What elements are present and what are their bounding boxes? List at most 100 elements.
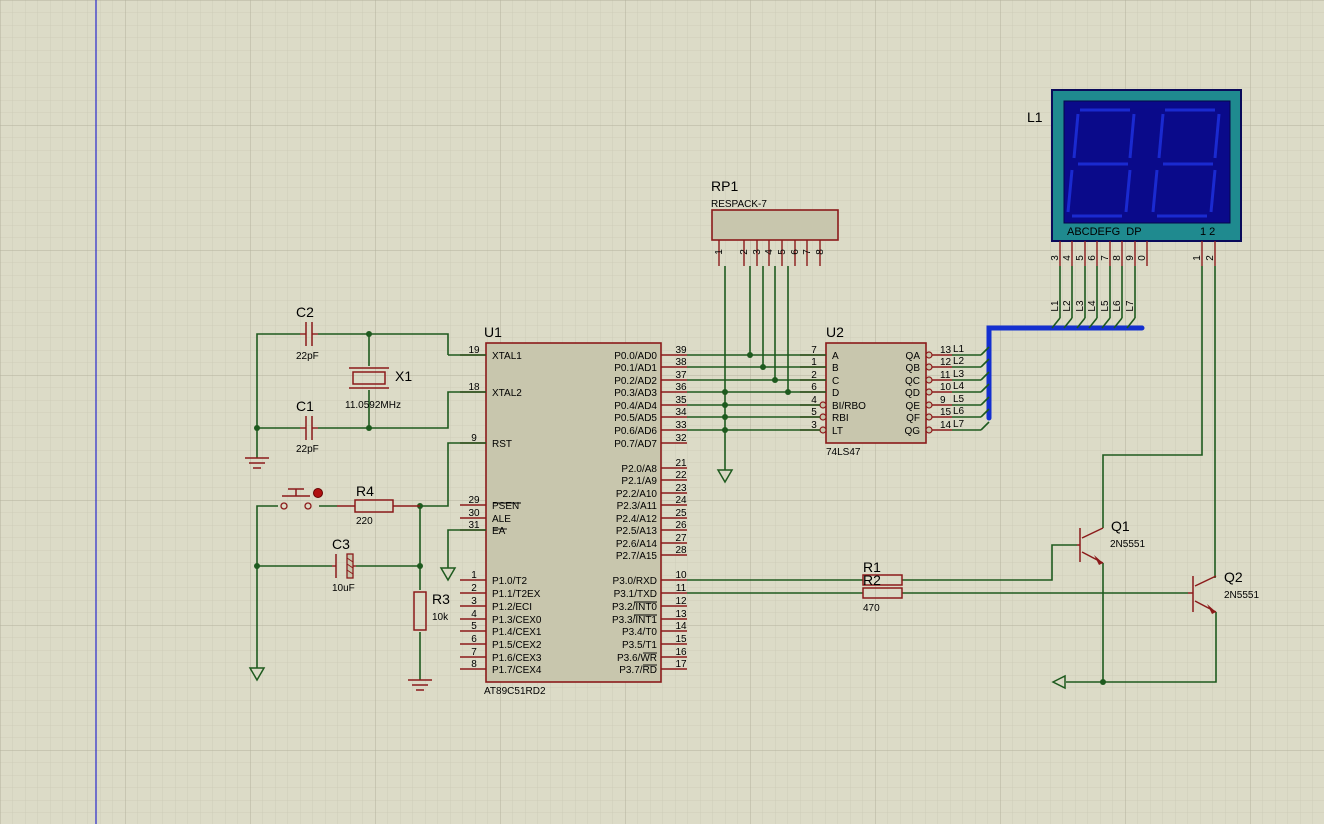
u2-pin-name: QB (906, 363, 921, 374)
u1-pin-number: 38 (675, 357, 687, 368)
u2-pin-name: QA (906, 351, 921, 362)
u1-pin-name: P2.2/A10 (616, 489, 658, 500)
u2-pin-name: BI/RBO (832, 401, 866, 412)
u2-inversion-bubble (819, 401, 827, 409)
u1-pin-name: P2.6/A14 (616, 539, 658, 550)
u1-pin-number: 31 (468, 520, 480, 531)
u1-pin-name: P3.7/RD (619, 665, 657, 676)
c2-capacitor[interactable]: C2 22pF (296, 304, 319, 362)
u1-pin-name: P2.5/A13 (616, 526, 658, 537)
reset-pushbutton[interactable] (280, 488, 323, 510)
c3-capacitor[interactable]: C3 10uF (332, 536, 356, 594)
r3-value-label: 10k (432, 612, 449, 623)
u2-bus-entry (980, 396, 990, 406)
u2-bus-entry (980, 358, 990, 368)
u2-pin-number: 3 (811, 420, 817, 431)
u2-body (825, 342, 927, 444)
u1-pin-name: PSEN (492, 501, 519, 512)
u1-ref-label: U1 (484, 324, 502, 340)
r3-resistor[interactable]: R3 10k (413, 591, 450, 631)
u1-pin-number: 39 (675, 345, 687, 356)
u1-pin-name: EA (492, 526, 506, 537)
oscillator-circuit (254, 331, 486, 458)
u2-pin-name: RBI (832, 413, 849, 424)
u1-pin-name: P2.4/A12 (616, 514, 658, 525)
u2-pin-number: 5 (811, 407, 817, 418)
u1-pin-number: 2 (471, 583, 477, 594)
u1-pin-number: 26 (675, 520, 687, 531)
r1-ref-label: R1 (863, 559, 881, 575)
q2-transistor[interactable]: Q2 2N5551 (1188, 569, 1259, 614)
u1-body (485, 342, 662, 683)
u1-pin-number: 37 (675, 370, 687, 381)
u1-pin-name: P2.7/A15 (616, 551, 658, 562)
u1-pin-number: 3 (471, 596, 477, 607)
u1-pin-number: 4 (471, 609, 477, 620)
pushbutton-indicator-icon (313, 488, 323, 498)
u1-pin-number: 24 (675, 495, 687, 506)
display-net-label: L7 (1125, 300, 1136, 312)
u2-pin-name: QD (905, 388, 920, 399)
rp1-ref-label: RP1 (711, 178, 738, 194)
display-bus-entry (1101, 317, 1111, 329)
u2-pin-number: 1 (811, 357, 817, 368)
u1-pin-name: P1.3/CEX0 (492, 615, 542, 626)
display-common-pin-number: 2 (1205, 255, 1216, 261)
display-pin-number: 9 (1125, 255, 1136, 261)
display-common-pin-number: 1 (1192, 255, 1203, 261)
u1-pin-number: 21 (675, 458, 687, 469)
u1-pin-number: 32 (675, 433, 687, 444)
c2-ref-label: C2 (296, 304, 314, 320)
u1-microcontroller[interactable]: U1 AT89C51RD2 19XTAL118XTAL29RST29PSEN30… (460, 324, 687, 697)
display-pin-number: 3 (1050, 255, 1061, 261)
u2-inversion-bubble (925, 376, 933, 384)
r4-resistor[interactable]: R4 220 (337, 483, 420, 527)
u1-pin-number: 12 (675, 596, 687, 607)
u2-pin-number: 2 (811, 370, 817, 381)
q1-transistor[interactable]: Q1 2N5551 (1077, 518, 1145, 565)
rp1-pin-number: 6 (790, 249, 801, 255)
u1-pin-name: P3.1/TXD (614, 589, 657, 600)
x1-crystal[interactable]: X1 11.0592MHz (345, 367, 412, 411)
c1-capacitor[interactable]: C1 22pF (296, 398, 319, 455)
u2-pin-number: 13 (940, 345, 952, 356)
rp1-pin-number: 4 (764, 249, 775, 255)
u2-pin-number: 10 (940, 382, 952, 393)
u2-inversion-bubble (819, 413, 827, 421)
u2-bus-entry (980, 421, 990, 431)
rp1-pin-number: 2 (739, 249, 750, 255)
c1-ref-label: C1 (296, 398, 314, 414)
display-net-label: L4 (1087, 300, 1098, 312)
u1-pin-name: P1.2/ECI (492, 602, 532, 613)
u2-pin-number: 12 (940, 357, 952, 368)
r2-resistor[interactable]: R2 470 (862, 572, 903, 614)
u1-pin-name: P1.0/T2 (492, 576, 527, 587)
display-net-label: L1 (1050, 300, 1061, 312)
u1-pin-number: 35 (675, 395, 687, 406)
display-net-label: L6 (1112, 300, 1123, 312)
u1-pin-number: 11 (676, 583, 687, 594)
display-bus-entry (1063, 317, 1073, 329)
q2-emitter-arrow-icon (1207, 604, 1216, 614)
u1-pin-name: RST (492, 439, 512, 450)
c3-ref-label: C3 (332, 536, 350, 552)
u2-inversion-bubble (925, 363, 933, 371)
q1-ref-label: Q1 (1111, 518, 1130, 534)
u1-pin-name: P0.1/AD1 (614, 363, 657, 374)
u1-pin-number: 9 (471, 433, 477, 444)
u1-pin-name: P1.1/T2EX (492, 589, 541, 600)
u2-net-label: L1 (953, 344, 965, 355)
u1-pin-name: P3.2/INT0 (612, 602, 657, 613)
u1-pin-number: 7 (471, 647, 477, 658)
u1-pin-number: 29 (468, 495, 480, 506)
display-segment-letters: ABCDEFG DP (1067, 226, 1142, 238)
u1-pin-number: 30 (468, 508, 480, 519)
u1-pin-name: P0.5/AD5 (614, 413, 657, 424)
u1-pin-name: P1.4/CEX1 (492, 627, 542, 638)
r1-resistor[interactable]: R1 (862, 559, 903, 586)
